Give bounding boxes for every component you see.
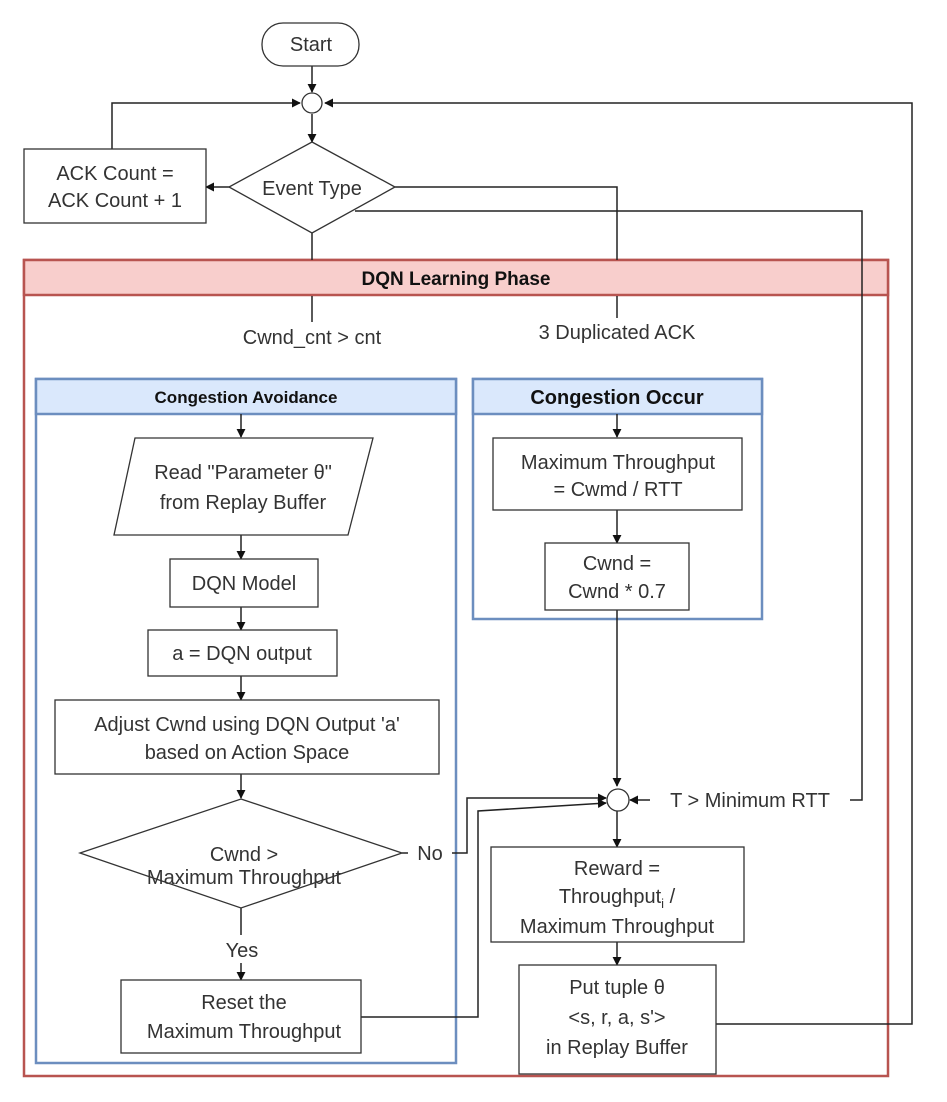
ack-count-line1: ACK Count = (56, 163, 173, 185)
max-throughput-line1: Maximum Throughput (521, 452, 716, 474)
read-param-line2: from Replay Buffer (160, 492, 327, 514)
reward-box (490, 846, 745, 943)
start-terminator (261, 22, 360, 67)
edge-reset-to-merge2 (361, 799, 607, 1018)
put-tuple-line2: <s, r, a, s'> (568, 1007, 665, 1029)
start-node: Start (261, 22, 360, 67)
no-label: No (417, 843, 443, 865)
reward-throughput-text: Throughput (559, 886, 662, 908)
event-type-node: Event Type (227, 141, 397, 234)
dqn-model-label: DQN Model (192, 573, 296, 595)
learning-phase-header (22, 258, 890, 297)
cwnd-reduce-node: Cwnd = Cwnd * 0.7 (544, 542, 690, 611)
edge-event-right-branch (395, 186, 618, 260)
dqn-model-box (169, 558, 319, 608)
adjust-cwnd-line1: Adjust Cwnd using DQN Output 'a' (94, 714, 400, 736)
read-param-node: Read "Parameter θ" from Replay Buffer (113, 437, 374, 536)
yes-label: Yes (226, 940, 259, 962)
adjust-cwnd-box (54, 699, 440, 775)
read-param-parallelogram (113, 437, 374, 536)
reward-line3: Maximum Throughput (520, 916, 715, 938)
ack-count-box (23, 148, 207, 224)
dqn-output-box (147, 629, 338, 677)
dqn-output-node: a = DQN output (147, 629, 338, 677)
reset-max-line2: Maximum Throughput (147, 1021, 342, 1043)
edge-labels: Cwnd_cnt > cnt 3 Duplicated ACK No Yes T… (188, 318, 850, 962)
dqn-model-node: DQN Model (169, 558, 319, 608)
event-type-diamond (227, 141, 397, 234)
start-label: Start (290, 34, 333, 56)
congestion-occur-title: Congestion Occur (530, 387, 704, 409)
edge-tuple-to-merge (324, 98, 913, 1025)
max-throughput-box (492, 437, 743, 511)
put-tuple-line3: in Replay Buffer (546, 1037, 688, 1059)
reset-max-line1: Reset the (201, 992, 287, 1014)
put-tuple-box (518, 964, 717, 1075)
cwnd-reduce-line2: Cwnd * 0.7 (568, 581, 666, 603)
congestion-occur-header (471, 377, 764, 416)
congestion-avoidance-header (34, 377, 458, 416)
max-throughput-node: Maximum Throughput = Cwmd / RTT (492, 437, 743, 511)
edge-event-timeout-branch (355, 210, 863, 801)
cwnd-check-line1: Cwnd > (210, 844, 278, 866)
read-param-line1: Read "Parameter θ" (154, 462, 332, 484)
merge-node-reward (606, 788, 630, 812)
reward-node: Reward = Throughputi / Maximum Throughpu… (490, 846, 745, 943)
cwnd-check-line2: Maximum Throughput (147, 867, 342, 889)
reward-line2: Throughputi / (559, 886, 676, 911)
edge-no-to-merge2 (451, 793, 607, 854)
cwnd-cnt-label: Cwnd_cnt > cnt (243, 327, 382, 349)
dup-ack-label: 3 Duplicated ACK (539, 322, 696, 344)
put-tuple-line1: Put tuple θ (569, 977, 665, 999)
reset-max-box (120, 979, 362, 1054)
reward-divider: / (664, 886, 676, 908)
cwnd-reduce-line1: Cwnd = (583, 553, 651, 575)
event-type-label: Event Type (262, 178, 362, 200)
reward-subscript: i (661, 896, 664, 911)
ack-count-node: ACK Count = ACK Count + 1 (23, 148, 207, 224)
max-throughput-line2: = Cwmd / RTT (553, 479, 682, 501)
congestion-avoidance-title: Congestion Avoidance (155, 388, 338, 407)
cwnd-check-diamond (77, 798, 405, 909)
reward-line1: Reward = (574, 858, 660, 880)
merge-node-top (301, 92, 323, 114)
adjust-cwnd-node: Adjust Cwnd using DQN Output 'a' based o… (54, 699, 440, 775)
learning-phase-title: DQN Learning Phase (362, 269, 551, 290)
dqn-output-label: a = DQN output (172, 643, 312, 665)
ack-count-line2: ACK Count + 1 (48, 190, 182, 212)
put-tuple-node: Put tuple θ <s, r, a, s'> in Replay Buff… (518, 964, 717, 1075)
reset-max-node: Reset the Maximum Throughput (120, 979, 362, 1054)
cwnd-reduce-box (544, 542, 690, 611)
timeout-label: T > Minimum RTT (670, 790, 830, 812)
cwnd-check-node: Cwnd > Maximum Throughput (77, 798, 405, 909)
adjust-cwnd-line2: based on Action Space (145, 742, 350, 764)
edge-ack-to-merge (111, 98, 301, 149)
